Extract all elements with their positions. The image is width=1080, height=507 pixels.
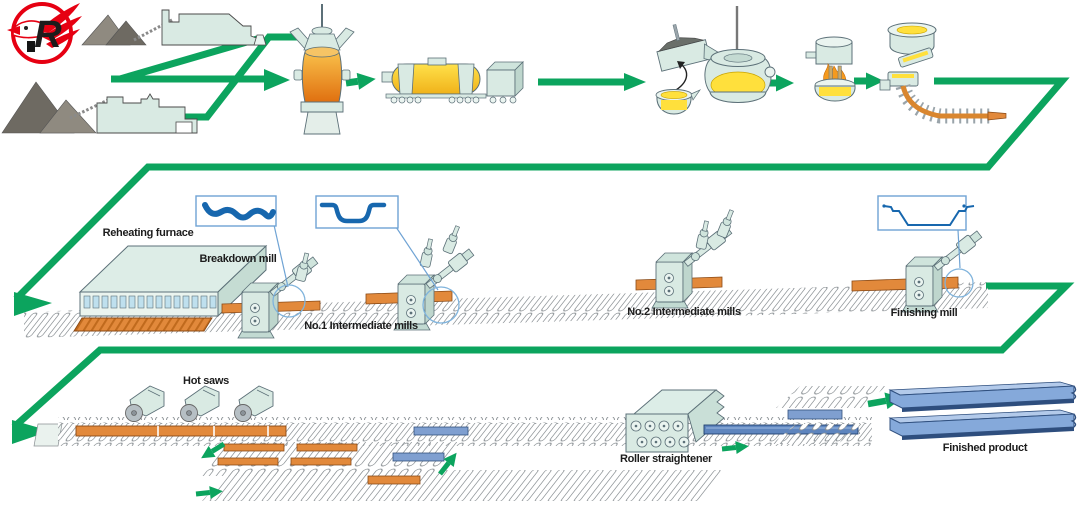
blast-furnace-icon: [289, 4, 355, 135]
cut-bars-cooling: [217, 443, 421, 485]
profile-callouts: [195, 195, 975, 324]
control-car-icon: [486, 61, 524, 104]
rough-rolled-profile-icon: [202, 202, 276, 221]
coke-plant-icon: [96, 93, 198, 134]
label-finishing-mill: Finishing mill: [891, 307, 958, 319]
finished-product-icon: [888, 381, 1077, 440]
callout-box: [315, 195, 399, 229]
roll-guide-icon: [442, 224, 463, 255]
company-logo: R: [7, 2, 82, 64]
ladle-refining-furnace-icon: [805, 36, 856, 102]
label-no1-intermediate-mills: No.1 Intermediate mills: [304, 320, 418, 332]
label-roller-straightener: Roller straightener: [620, 453, 713, 465]
cooled-bar-icon: [392, 452, 445, 462]
hot-saw-icon: [234, 385, 274, 422]
roller-humps: [58, 417, 872, 424]
cast-bloom-icon: [987, 111, 1007, 121]
line-entry-ramp: [33, 423, 63, 447]
hot-slab-icon: [73, 317, 213, 332]
straightened-sheet-pile-icon: [703, 424, 859, 435]
tundish-icon: [898, 47, 934, 68]
hot-saw-icon: [125, 385, 165, 422]
label-breakdown-mill: Breakdown mill: [199, 253, 276, 265]
torpedo-car-icon: [381, 57, 524, 104]
coal-yard: [1, 81, 198, 134]
inspection-bed-upper: [776, 386, 886, 408]
label-reheating-furnace: Reheating furnace: [103, 227, 194, 239]
roll-guide-icon: [716, 208, 737, 239]
cooling-bed-lower: [202, 470, 726, 501]
roller-straightener-icon: [625, 389, 725, 453]
label-no2-intermediate-mills: No.2 Intermediate mills: [627, 306, 741, 318]
finished-sheet-pile-profile-icon: [883, 205, 975, 226]
label-hot-saws: Hot saws: [183, 375, 229, 387]
label-finished-product: Finished product: [943, 442, 1028, 454]
strand-rollers-icon: [895, 83, 990, 124]
raw-material-yard: [81, 9, 267, 46]
hot-bar-at-saws: [75, 425, 287, 437]
arrow-torpedo-to-converter: [624, 73, 646, 91]
continuous-caster-icon: [879, 22, 1007, 124]
converter-icon: [704, 6, 776, 103]
charging-ladle-icon: [655, 61, 702, 115]
cooled-bar-icon: [413, 426, 469, 436]
hot-saw-icon: [180, 385, 220, 422]
logo-letter: R: [34, 14, 62, 56]
cooled-sheet-pile-icon: [787, 409, 843, 420]
flow-caster-to-rolling-line: [13, 77, 1070, 302]
roll-guide-icon: [419, 237, 436, 269]
raw-material-pile-icon: [81, 14, 147, 46]
flow-coke-to-furnace: [184, 33, 302, 121]
sinter-plant-icon: [161, 9, 267, 46]
flow-rolling-to-finishing-line: [11, 282, 1075, 430]
reheating-furnace-icon: [73, 244, 268, 332]
eagle-head-icon: [12, 20, 45, 39]
flow-sinter-to-furnace: [119, 35, 258, 83]
intermediate-u-profile-icon: [319, 202, 387, 224]
inspection-bed-lower: [772, 424, 862, 444]
arrow-refining-to-caster: [854, 73, 884, 90]
flow-arrows-green: [11, 33, 1075, 444]
